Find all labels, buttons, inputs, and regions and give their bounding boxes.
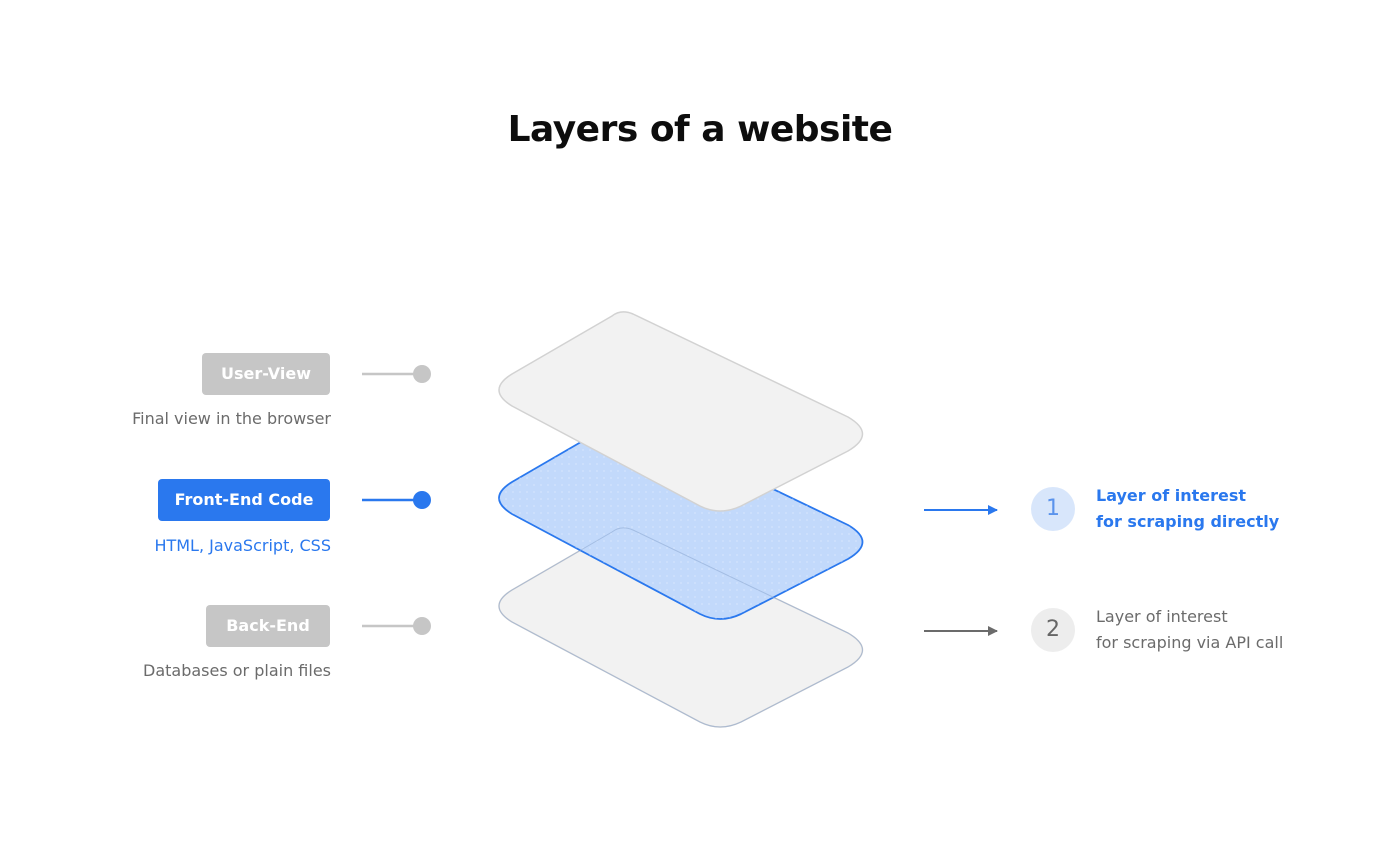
user-view-connector-dot [413, 365, 431, 383]
back-end-label: Back-End [206, 605, 330, 647]
callout-2-number-badge: 2 [1031, 608, 1075, 652]
back-end-description: Databases or plain files [143, 661, 331, 680]
user-view-label: User-View [202, 353, 330, 395]
callout-1-line-2: for scraping directly [1096, 512, 1280, 531]
front-end-connector-dot [413, 491, 431, 509]
diagram-title: Layers of a website [507, 109, 893, 150]
callout-1-line-1: Layer of interest [1096, 486, 1247, 505]
front-end-label: Front-End Code [158, 479, 330, 521]
back-end-plate-ghost-outline [498, 527, 863, 728]
callout-1-number-badge: 1 [1031, 487, 1075, 531]
callout-2-line-2: for scraping via API call [1096, 633, 1284, 652]
user-view-description: Final view in the browser [132, 409, 331, 428]
user-view-plate [498, 311, 864, 512]
callout-2-line-1: Layer of interest [1096, 607, 1228, 626]
front-end-description: HTML, JavaScript, CSS [154, 536, 331, 555]
back-end-connector-dot [413, 617, 431, 635]
